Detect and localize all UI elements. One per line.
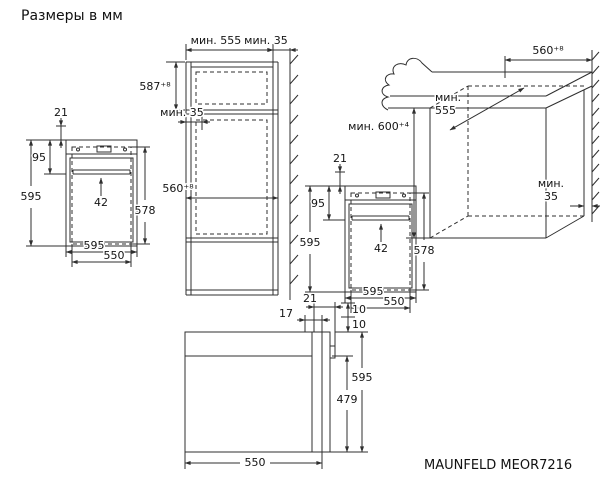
dim-under-depth-min: мин. xyxy=(435,91,461,104)
dim-side-depth: 550 xyxy=(245,456,266,469)
dim-ovenR-width: 595 xyxy=(363,285,384,298)
oven-side-diagram: 21 17 10 10 595 479 550 xyxy=(184,291,374,471)
dim-ovenL-width: 595 xyxy=(84,239,105,252)
dim-ovenR-panel-offset: 21 xyxy=(333,152,347,165)
dim-side-door-thickness: 17 xyxy=(279,307,293,320)
oven-control-knob xyxy=(402,193,406,198)
oven-front-diagram-right: 21 95 595 42 578 595 550 xyxy=(298,151,436,313)
tall-cabinet-diagram: мин. 555 мин. 35 587⁺⁸ мин. 35 560⁺⁸ xyxy=(138,33,299,300)
dim-ovenL-body-width: 550 xyxy=(104,249,125,262)
dim-ovenR-height: 595 xyxy=(300,236,321,249)
dim-cutout-width: 560⁺⁸ xyxy=(532,44,564,57)
dim-under-rear-gap-value: 35 xyxy=(544,190,558,203)
oven-control-knob xyxy=(76,147,80,152)
oven-front-diagram-left: 21 95 595 42 578 595 550 xyxy=(19,105,157,267)
worktop-structure-lines xyxy=(388,50,600,239)
dim-ovenR-handle-depth: 42 xyxy=(374,242,388,255)
undercounter-diagram: 560⁺⁸ мин. 555 мин. 600⁺⁴ мин. 35 xyxy=(347,43,600,239)
dim-ovenR-panel-height: 95 xyxy=(311,197,325,210)
page-title: Размеры в мм xyxy=(21,8,123,24)
dim-under-rear-gap-min: мин. xyxy=(538,177,564,190)
dim-ovenL-height: 595 xyxy=(21,190,42,203)
dim-side-height: 595 xyxy=(352,371,373,384)
dim-cabinet-rear-gap: мин. 35 xyxy=(244,34,288,47)
dim-side-inner-height: 479 xyxy=(337,393,358,406)
dim-ovenL-panel-height: 95 xyxy=(32,151,46,164)
dim-side-front-depth: 21 xyxy=(303,292,317,305)
dim-side-gap-upper: 10 xyxy=(352,303,366,316)
cabinet-structure-lines xyxy=(166,44,299,300)
dim-cabinet-niche-depth: 560⁺⁸ xyxy=(162,182,194,195)
dim-under-niche-height: мин. 600⁺⁴ xyxy=(348,120,409,133)
dim-cabinet-niche-height: 587⁺⁸ xyxy=(139,80,171,93)
worktop-torn-edge xyxy=(381,57,433,111)
dim-under-depth-value: 555 xyxy=(435,104,456,117)
oven-control-knob xyxy=(123,147,127,152)
dim-ovenR-body-width: 550 xyxy=(384,295,405,308)
oven-control-knob xyxy=(355,193,359,198)
side-structure-lines xyxy=(184,302,368,469)
dim-cabinet-front-gap: мин. 35 xyxy=(160,106,204,119)
dim-side-gap-lower: 10 xyxy=(352,318,366,331)
dim-ovenR-body-height: 578 xyxy=(414,244,435,257)
dim-ovenL-body-height: 578 xyxy=(135,204,156,217)
dim-ovenL-panel-offset: 21 xyxy=(54,106,68,119)
model-label: MAUNFELD MEOR7216 xyxy=(424,458,573,473)
dim-ovenL-handle-depth: 42 xyxy=(94,196,108,209)
niche-hidden-lines xyxy=(429,85,584,239)
oven-body-hidden-lines xyxy=(71,146,132,245)
cabinet-hidden-lines xyxy=(195,71,268,235)
dim-cabinet-depth: мин. 555 xyxy=(191,34,242,47)
oven-body-hidden-lines xyxy=(350,192,411,291)
dimension-line xyxy=(449,87,525,131)
